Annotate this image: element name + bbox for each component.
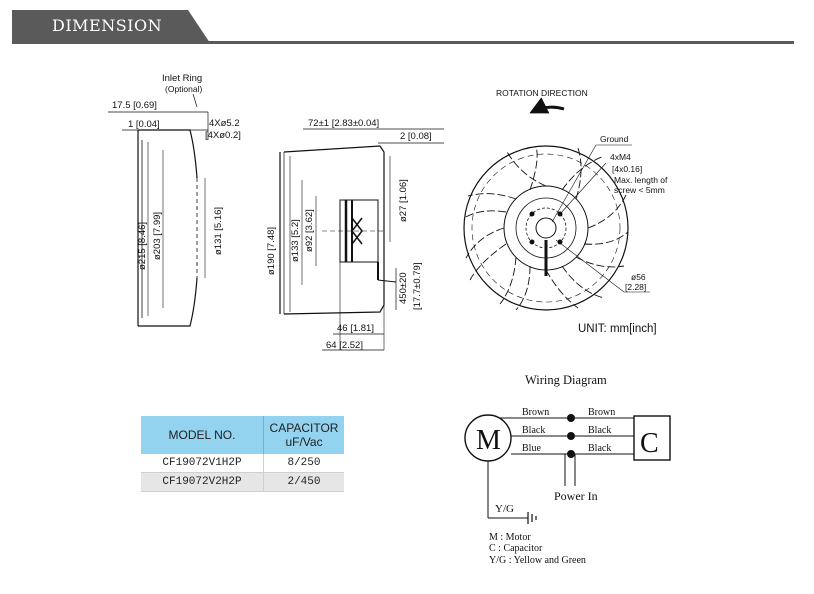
capacitor-header: CAPACITOR uF/Vac xyxy=(263,416,344,454)
dim-190: ø190 [7.48] xyxy=(266,227,277,275)
wiring-diagram: Wiring Diagram M C Brown Brown Black Bla… xyxy=(464,373,671,566)
dim-133: ø133 [5.2] xyxy=(290,219,301,262)
dim-4x5-2: 4Xø5.2 xyxy=(209,118,240,129)
wire-blue-left: Blue xyxy=(522,443,541,454)
dim-2: 2 [0.08] xyxy=(400,131,432,142)
dim-64: 64 [2.52] xyxy=(326,340,363,351)
power-in-label: Power In xyxy=(554,489,598,503)
inlet-ring-view: Inlet Ring (Optional) 17.5 [0.69] 1 [0.0… xyxy=(108,73,241,327)
dim-215: ø215 [8.46] xyxy=(137,222,148,270)
dim-203: ø203 [7.99] xyxy=(152,212,163,260)
yg-label: Y/G xyxy=(495,503,514,515)
dim-56: ø56 xyxy=(631,272,646,282)
header-rule xyxy=(12,41,794,44)
model-table: MODEL NO. CAPACITOR uF/Vac CF19072V1H2P … xyxy=(141,416,344,492)
dim-46: 46 [1.81] xyxy=(337,323,374,334)
legend-capacitor: C : Capacitor xyxy=(489,543,543,554)
model-header: MODEL NO. xyxy=(141,416,264,454)
dim-4x0-2: [4Xø0.2] xyxy=(205,130,241,141)
capacitor-cell: 2/450 xyxy=(263,472,344,492)
section-title: DIMENSION xyxy=(52,16,163,35)
motor-letter: M xyxy=(476,425,501,456)
wire-black-right-2: Black xyxy=(588,443,611,454)
capacitor-cell: 8/250 xyxy=(263,454,344,473)
inlet-ring-title: Inlet Ring xyxy=(162,73,202,84)
wire-brown-right: Brown xyxy=(588,407,615,418)
inlet-ring-subtitle: (Optional) xyxy=(165,84,202,94)
dim-27: ø27 [1.06] xyxy=(398,179,409,222)
m4-label: 4xM4 xyxy=(610,152,631,162)
capacitor-symbol xyxy=(633,415,671,461)
section-header: DIMENSION xyxy=(12,10,794,44)
unit-label: UNIT: mm[inch] xyxy=(578,323,657,335)
screw-note-1: Max. length of xyxy=(614,175,668,185)
front-view: ROTATION DIRECTION xyxy=(463,88,668,335)
dim-450: 450±20 xyxy=(398,272,409,304)
rotation-direction-label: ROTATION DIRECTION xyxy=(496,88,588,98)
wire-brown-left: Brown xyxy=(522,407,549,418)
dim-56-inch: [2.28] xyxy=(625,282,646,292)
capacitor-header-line2: uF/Vac xyxy=(285,435,323,449)
side-view: 72±1 [2.83±0.04] 2 [0.08] ø190 [7.48] ø1… xyxy=(266,118,444,351)
dim-17-7: [17.7±0.79] xyxy=(412,263,423,310)
dim-72: 72±1 [2.83±0.04] xyxy=(308,118,379,129)
m4-inch-label: [4x0.16] xyxy=(612,164,642,174)
dim-1: 1 [0.04] xyxy=(128,119,160,130)
table-row: CF19072V1H2P 8/250 xyxy=(141,454,344,473)
dim-17-5: 17.5 [0.69] xyxy=(112,100,157,111)
dim-92: ø92 [3.62] xyxy=(304,209,315,252)
dim-131: ø131 [5.16] xyxy=(213,207,224,255)
legend-yg: Y/G : Yellow and Green xyxy=(489,555,586,566)
header-tab xyxy=(12,10,210,43)
capacitor-letter: C xyxy=(640,428,659,459)
ground-label: Ground xyxy=(600,134,629,144)
table-row: CF19072V2H2P 2/450 xyxy=(141,472,344,492)
model-cell: CF19072V2H2P xyxy=(141,472,264,492)
legend-motor: M : Motor xyxy=(489,532,531,543)
model-cell: CF19072V1H2P xyxy=(141,454,264,473)
wire-black-right: Black xyxy=(588,425,611,436)
screw-note-2: screw < 5mm xyxy=(614,185,665,195)
capacitor-header-line1: CAPACITOR xyxy=(269,421,339,435)
wire-black-left: Black xyxy=(522,425,545,436)
wiring-title: Wiring Diagram xyxy=(525,373,607,387)
